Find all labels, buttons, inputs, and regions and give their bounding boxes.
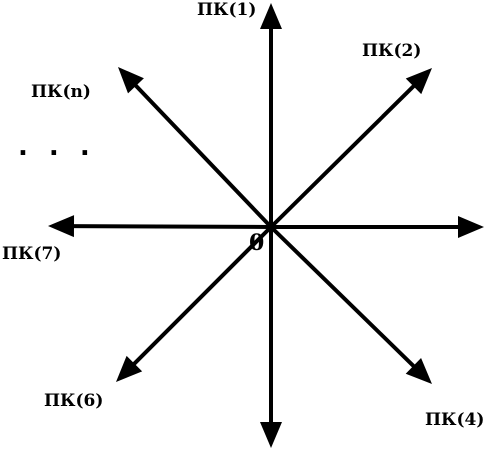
arrow-head-pkn [118,67,144,94]
arrow-head-pk4 [405,357,432,384]
arrow-head-pk6 [116,355,143,382]
arrow-head-pk7 [48,215,75,238]
arrow-head-pk2 [405,68,432,95]
arrow-head-pk3 [458,216,484,238]
arrow-shaft-pk6 [130,225,273,368]
arrow-head-pk5 [260,422,282,448]
ellipsis-mark: . . . [18,132,96,162]
arrow-head-pk1 [260,3,282,29]
label-pkn: ПК(n) [31,82,91,102]
label-pk7: ПК(7) [2,244,62,264]
origin-label: 0 [249,230,265,256]
label-pk4: ПК(4) [425,410,485,430]
label-pk2: ПК(2) [362,41,422,61]
label-pk1: ПК(1) [197,0,257,20]
arrow-shaft-pkn [131,81,273,229]
arrow-shaft-pk4 [269,225,418,371]
arrow-shaft-pk2 [269,82,418,229]
label-pk6: ПК(6) [44,391,104,411]
arrow-shaft-pk7 [69,224,272,229]
